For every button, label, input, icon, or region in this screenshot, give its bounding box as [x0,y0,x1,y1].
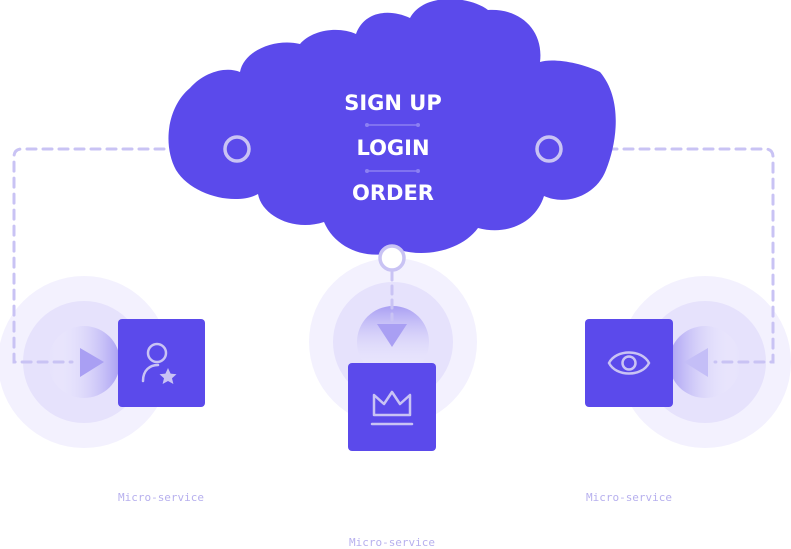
service-card-user[interactable] [118,319,205,407]
right-connector [574,147,775,364]
user-star-icon [141,342,177,384]
cloud-divider [365,169,420,173]
service-label-crown: Micro-service [349,536,435,549]
eye-icon [607,351,651,375]
cloud-shape [168,0,616,255]
left-connector [12,147,214,364]
cloud-item-sign-up: SIGN UP [344,91,442,115]
left-flow-arrow [80,348,104,377]
service-card-crown[interactable] [348,363,436,451]
cloud-divider [365,123,420,127]
cloud-item-order: ORDER [352,181,434,205]
service-label-eye: Micro-service [586,491,672,504]
right-port [535,135,563,163]
cloud-item-login: LOGIN [356,136,429,160]
left-port [223,135,251,163]
service-label-user: Micro-service [118,491,204,504]
bottom-port [378,244,406,272]
crown-icon [370,390,414,426]
right-flow-arrow [684,348,708,377]
center-flow-arrow [377,324,407,347]
service-card-eye[interactable] [585,319,673,407]
